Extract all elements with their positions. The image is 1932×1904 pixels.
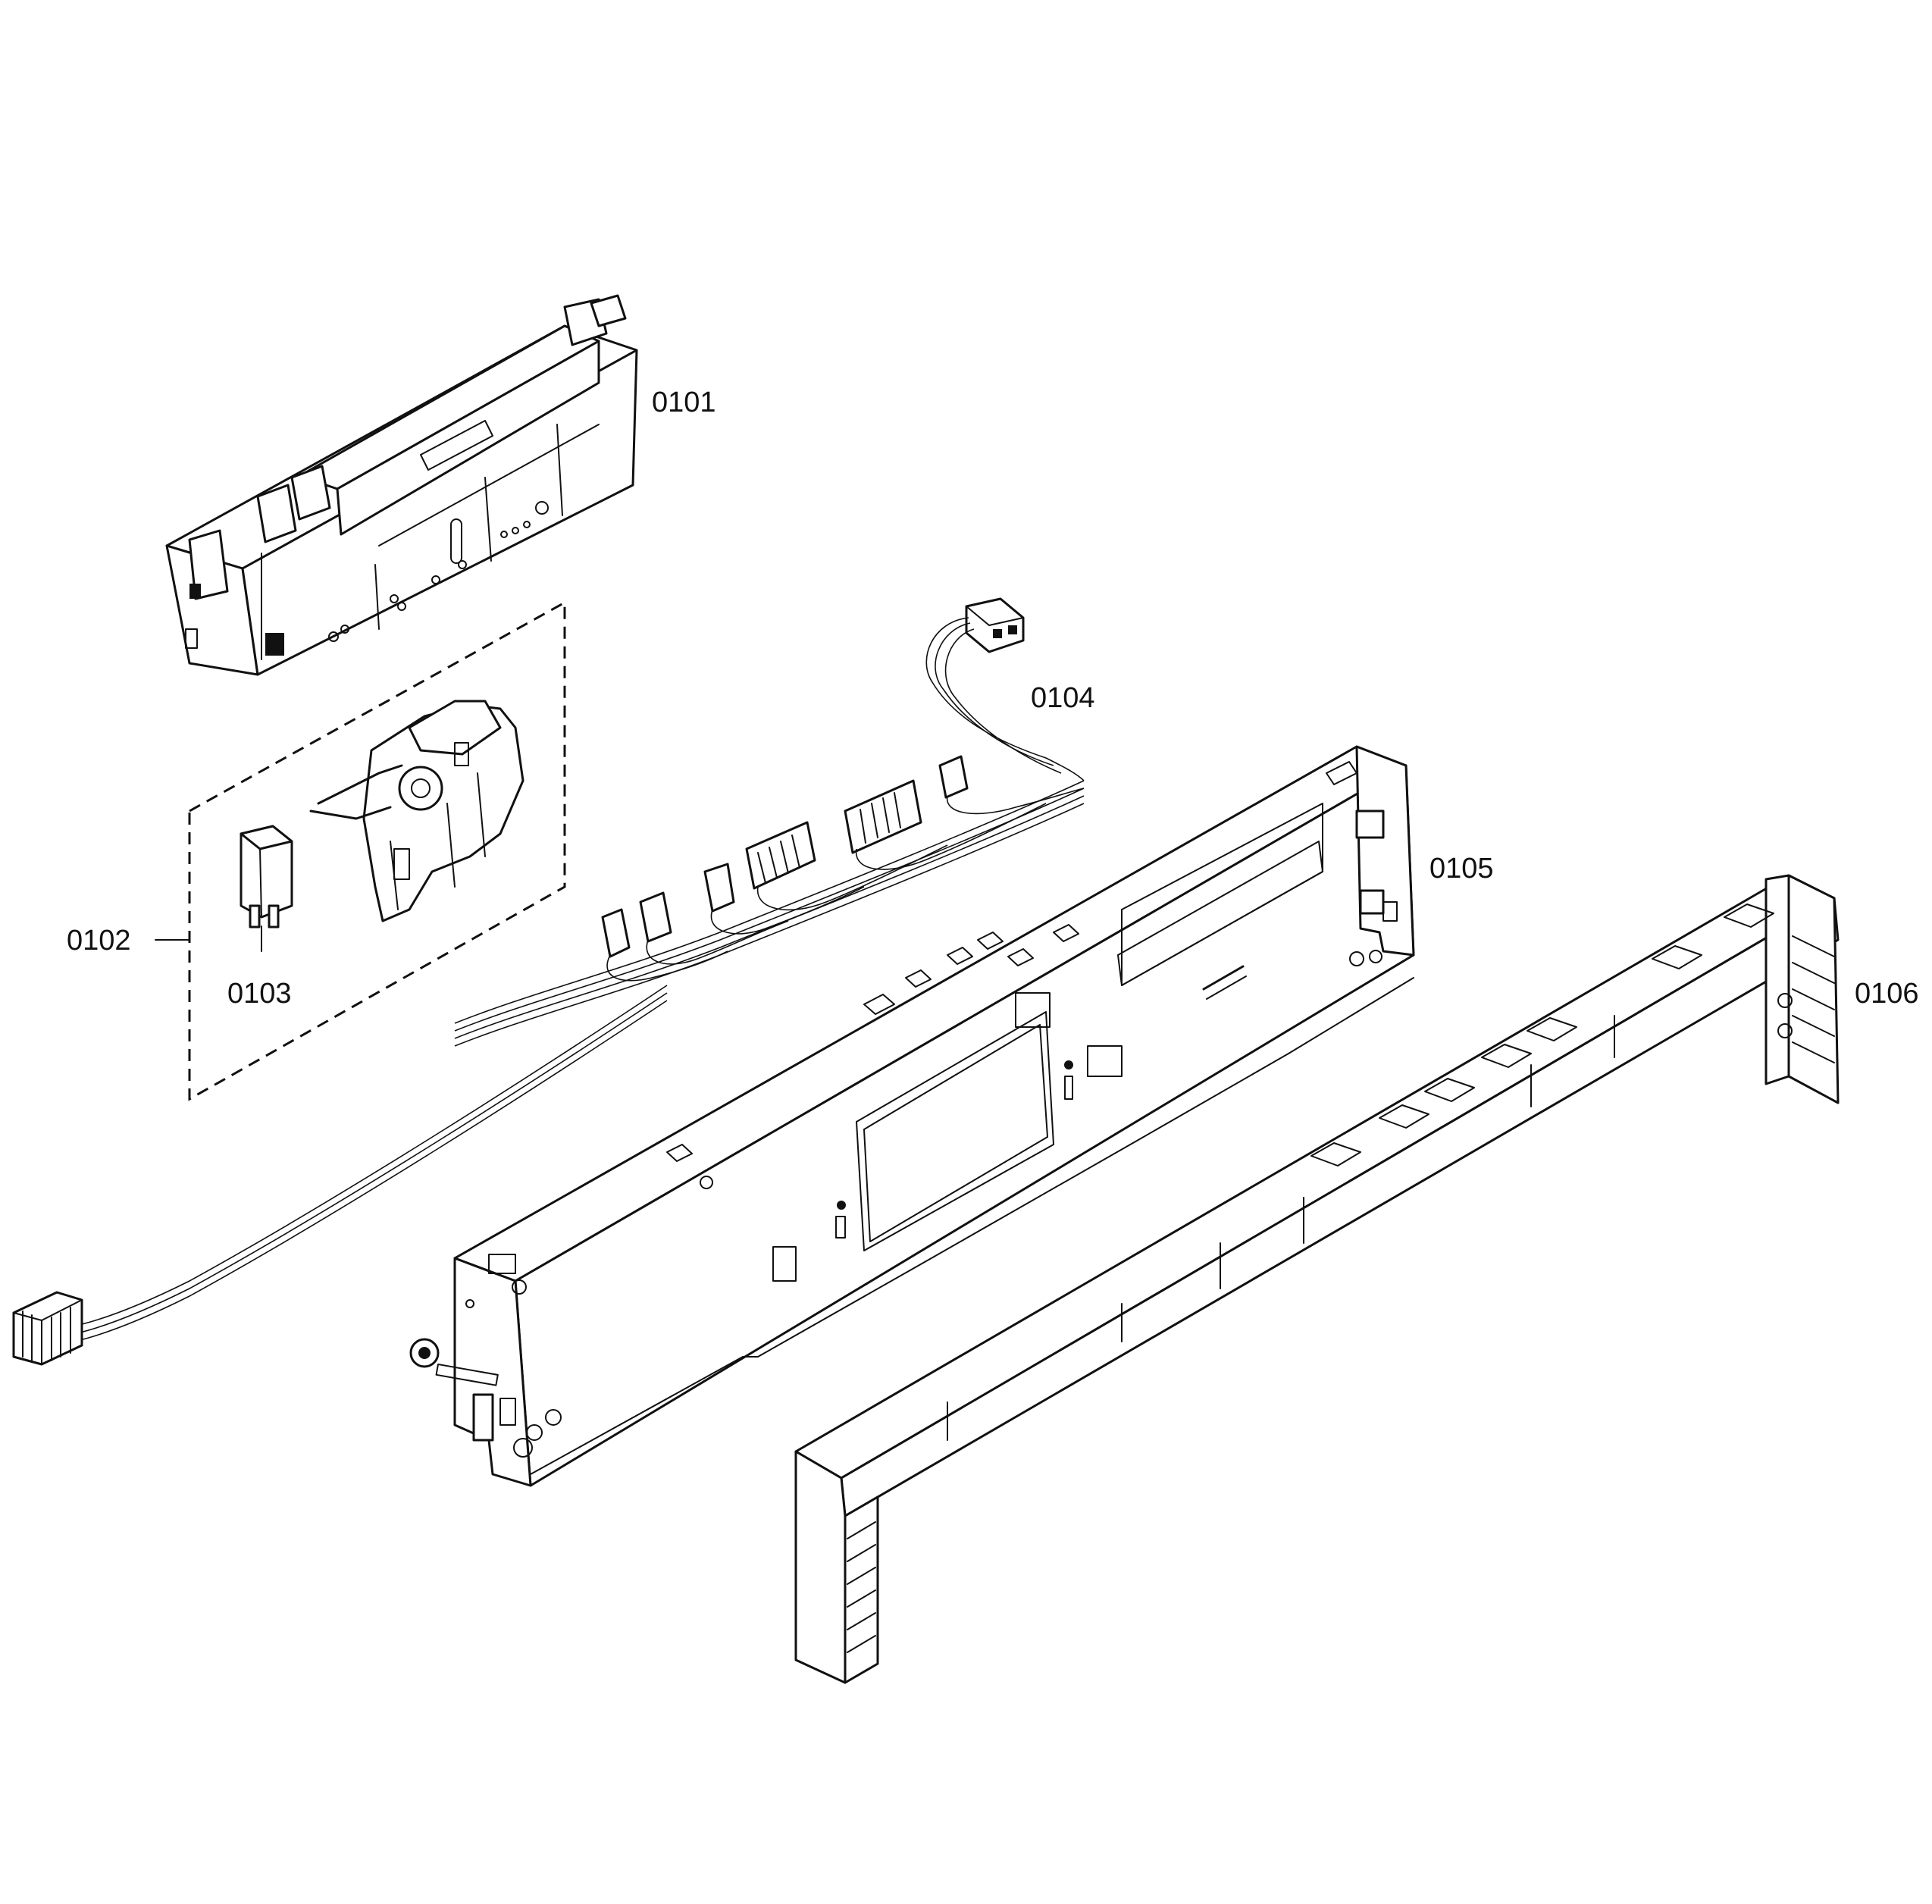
part-0101-control-module[interactable] [165,294,638,676]
label-0106: 0106 [1855,978,1919,1010]
part-0102-switch-assembly-group[interactable] [188,600,566,1101]
label-0105: 0105 [1429,853,1494,885]
part-0106-trim-strip[interactable] [794,874,1840,1684]
part-0105-control-panel-frame[interactable] [409,745,1415,1487]
part-0104-wiring-harness[interactable] [12,597,1085,1366]
label-0104: 0104 [1031,682,1095,714]
label-0101: 0101 [652,387,716,418]
label-0103: 0103 [227,978,292,1010]
harness-connectors [601,755,1085,982]
switch-mechanism [309,700,524,922]
label-0102: 0102 [67,925,131,957]
part-0103-micro-switch[interactable] [240,825,293,952]
